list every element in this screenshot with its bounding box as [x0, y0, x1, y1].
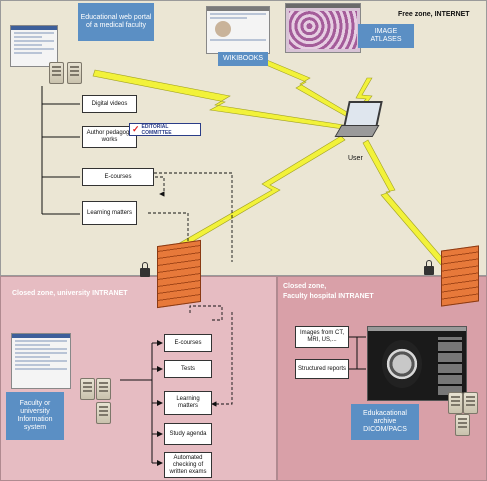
hospital-zone-label-1: Closed zone, — [283, 283, 327, 290]
images-ct-box: Images from CT, MRI, US,... — [295, 326, 349, 348]
wikibooks-label: WIKIBOOKS — [218, 52, 268, 66]
tests-box: Tests — [164, 360, 212, 378]
web-portal-label: Educational web portal of a medical facu… — [78, 3, 154, 41]
server-icon — [448, 392, 463, 414]
free-zone-label: Free zone, INTERNET — [398, 11, 470, 18]
editorial-committee-badge: ✓ EDITORIAL COMMITTEE — [129, 123, 201, 136]
atlases-screenshot — [285, 3, 361, 53]
atlases-label: IMAGE ATLASES — [358, 24, 414, 48]
server-icon — [67, 62, 82, 84]
study-agenda-box: Study agenda — [164, 423, 212, 445]
ecourses-top-box: E-courses — [82, 168, 154, 186]
server-icon — [96, 402, 111, 424]
portal-screenshot — [10, 25, 58, 67]
server-icon — [49, 62, 64, 84]
server-icon — [80, 378, 95, 400]
portal-tree — [41, 86, 80, 215]
automated-checking-box: Automated checking of written exams — [164, 452, 212, 478]
learning-bottom-box: Learning matters — [164, 391, 212, 415]
intranet-tree — [120, 340, 163, 466]
structured-reports-box: Structured reports — [295, 359, 349, 379]
user-label: User — [348, 155, 363, 162]
server-icon — [463, 392, 478, 414]
ecourses-bottom-box: E-courses — [164, 334, 212, 352]
dicom-viewer-screenshot — [367, 326, 467, 401]
university-zone-label: Closed zone, university INTRANET — [12, 290, 128, 297]
learning-top-box: Learning matters — [82, 201, 137, 225]
hospital-zone-label-2: Faculty hospital INTRANET — [283, 293, 374, 300]
firewall-hospital — [441, 245, 479, 307]
author-works-box: Author pedagogy works — [82, 126, 137, 148]
archive-label: Edukacational archive DICOM/PACS — [351, 404, 419, 440]
digital-videos-box: Digital videos — [82, 95, 137, 113]
lock-icon — [140, 262, 150, 277]
server-icon — [455, 414, 470, 436]
hospital-tree — [349, 336, 366, 370]
laptop-icon — [334, 101, 383, 139]
faculty-system-label: Faculty or university Information system — [6, 392, 64, 440]
lightning-bolts — [92, 57, 447, 266]
lightning-user-firewall-hosp — [362, 139, 447, 266]
firewall-university — [157, 239, 201, 309]
lock-icon — [424, 260, 434, 275]
lightning-user-firewall-univ — [170, 135, 346, 253]
server-icon — [96, 378, 111, 400]
faculty-system-screenshot — [11, 333, 71, 389]
checkmark-icon: ✓ — [132, 124, 140, 134]
wikibooks-screenshot — [206, 6, 270, 54]
editorial-committee-label: EDITORIAL COMMITTEE — [141, 123, 172, 136]
